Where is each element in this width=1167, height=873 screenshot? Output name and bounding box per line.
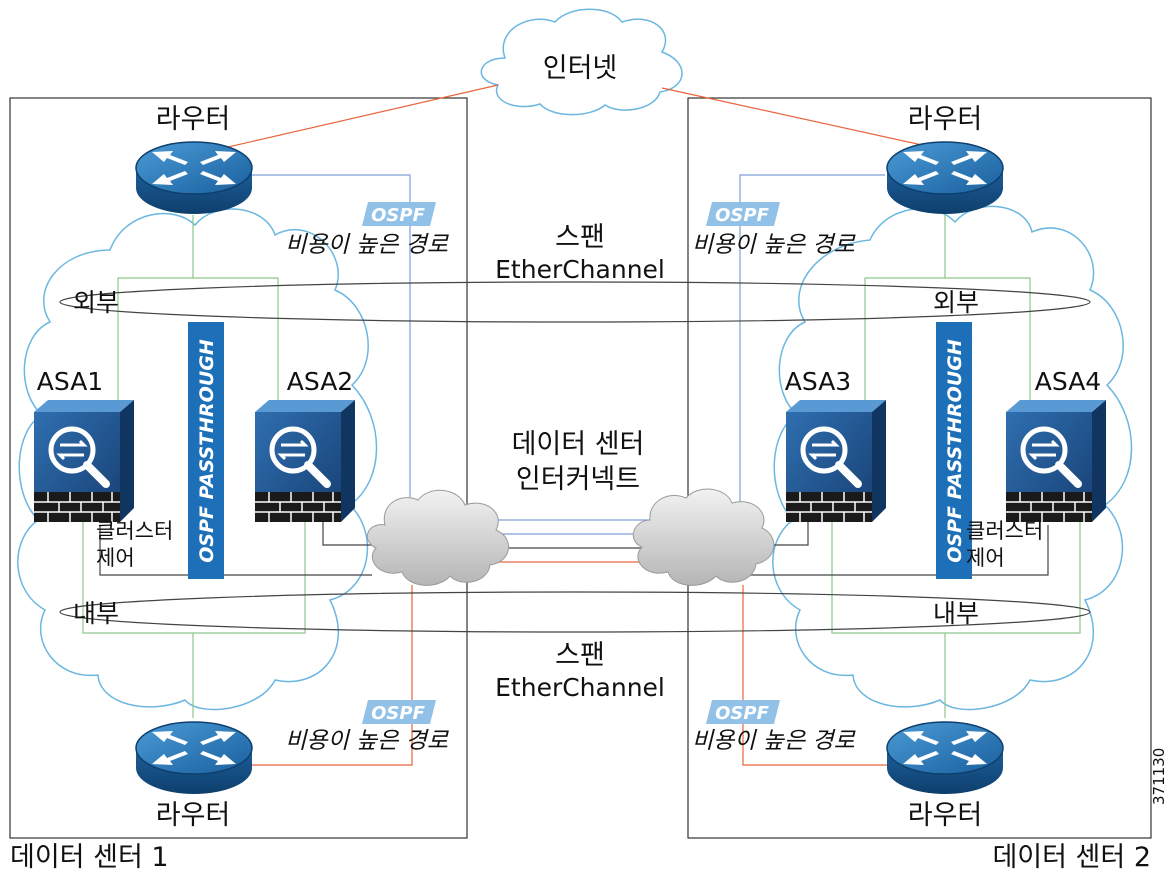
internet-cloud: [480, 8, 683, 116]
high-cost-path-dc1-top: 비용이 높은 경로: [285, 232, 450, 258]
etherchannel-label-bottom: EtherChannel: [495, 673, 665, 702]
router-label-dc2-top: 라우터: [908, 104, 983, 135]
cluster-control-label-dc2-line2: 제어: [966, 546, 1005, 570]
high-cost-path-dc2-bottom: 비용이 높은 경로: [692, 728, 857, 754]
asa1-label: ASA1: [37, 367, 103, 396]
svg-text:OSPF: OSPF: [371, 205, 425, 226]
dci-cloud-dc1: [366, 489, 510, 586]
cluster-2-cloud: [772, 205, 1133, 711]
inside-label-dc1: 내부: [73, 599, 119, 628]
asa2-firewall-icon: [255, 400, 355, 522]
asa4-firewall-icon: [1006, 400, 1106, 522]
router-icon-dc2-top: [886, 141, 1004, 215]
internet-link-dc1: [214, 84, 499, 151]
inside-label-dc2: 내부: [933, 599, 979, 628]
asa3-firewall-icon: [786, 400, 886, 522]
dci-label-line2: 인터커넥트: [516, 464, 640, 495]
data-center-1-label: 데이터 센터 1: [10, 842, 169, 873]
router-icon-dc1-top: [135, 141, 253, 215]
ospf-tag-dc2-bottom: OSPF: [706, 700, 780, 724]
outside-etherchannel-ellipse: [59, 281, 1091, 323]
router-label-dc1-bottom: 라우터: [156, 800, 231, 831]
outside-label-dc2: 외부: [933, 288, 979, 317]
dci-cloud-dc2: [632, 488, 775, 586]
svg-text:OSPF: OSPF: [371, 703, 425, 724]
outside-label-dc1: 외부: [73, 288, 119, 317]
cluster-control-label-dc1-line2: 제어: [96, 546, 135, 570]
cluster-1-cloud: [17, 208, 378, 711]
etherchannel-label-top: EtherChannel: [495, 255, 665, 284]
inside-etherchannel-ellipse: [59, 591, 1091, 633]
internet-label: 인터넷: [543, 53, 618, 84]
data-center-2-label: 데이터 센터 2: [992, 842, 1151, 873]
svg-text:OSPF: OSPF: [715, 703, 769, 724]
router-label-dc1-top: 라우터: [156, 104, 231, 135]
dc1-links: [82, 174, 413, 766]
svg-text:OSPF: OSPF: [715, 205, 769, 226]
ospf-passthrough-bar-dc1: [188, 322, 224, 579]
asa4-label: ASA4: [1035, 367, 1101, 396]
high-cost-path-dc2-top: 비용이 높은 경로: [692, 232, 857, 258]
ospf-passthrough-bar-dc2: [936, 322, 972, 579]
ospf-tag-dc1-top: OSPF: [362, 202, 436, 226]
spanned-label-top: 스팬: [555, 222, 605, 253]
cluster-control-label-dc1-line1: 클러스터: [96, 519, 173, 543]
cluster-control-label-dc2-line1: 클러스터: [966, 519, 1043, 543]
router-icon-dc2-bottom: [886, 721, 1004, 795]
ospf-passthrough-label-dc2: OSPF PASSTHROUGH: [944, 339, 966, 563]
high-cost-path-dc1-bottom: 비용이 높은 경로: [285, 728, 450, 754]
router-label-dc2-bottom: 라우터: [908, 800, 983, 831]
asa2-label: ASA2: [287, 367, 353, 396]
spanned-label-bottom: 스팬: [555, 640, 605, 671]
dci-label-line1: 데이터 센터: [512, 429, 645, 460]
ospf-tag-dc2-top: OSPF: [706, 202, 780, 226]
data-center-1-boundary: [9, 97, 468, 839]
ospf-tag-dc1-bottom: OSPF: [362, 700, 436, 724]
ospf-passthrough-label-dc1: OSPF PASSTHROUGH: [196, 339, 218, 563]
data-center-2-boundary: [687, 97, 1152, 839]
router-icon-dc1-bottom: [135, 721, 253, 795]
figure-number: 371130: [1150, 748, 1167, 805]
internet-link-dc2: [661, 87, 946, 151]
asa1-firewall-icon: [34, 400, 134, 522]
asa3-label: ASA3: [785, 367, 851, 396]
